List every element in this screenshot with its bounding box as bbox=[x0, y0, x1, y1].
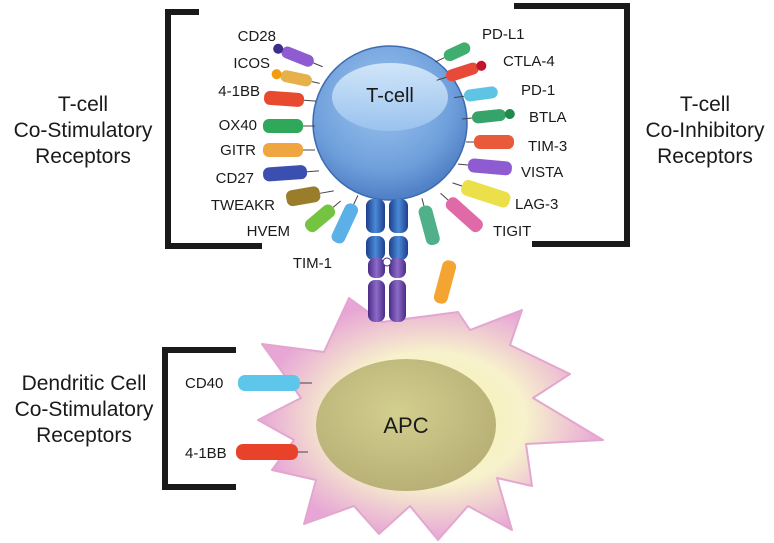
receptor-tweakr-shape bbox=[286, 186, 334, 207]
label-btla: BTLA bbox=[529, 109, 567, 126]
group-label-line: Receptors bbox=[35, 145, 131, 168]
label-cd27: CD27 bbox=[216, 170, 254, 187]
dc-receptor-cd40-shape bbox=[238, 375, 312, 391]
right-bracket bbox=[514, 3, 630, 247]
dc-bracket bbox=[162, 347, 236, 490]
receptor-tim3-shape bbox=[466, 135, 514, 149]
mhc-complex bbox=[368, 257, 406, 322]
group-label-line: Co-Inhibitory bbox=[645, 119, 765, 142]
label-vista: VISTA bbox=[521, 164, 563, 181]
receptor-hvem-shape bbox=[304, 200, 342, 233]
group-label-line: Receptors bbox=[36, 424, 132, 447]
label-ctla4: CTLA-4 bbox=[503, 53, 555, 70]
group-label-line: Co-Stimulatory bbox=[15, 398, 154, 421]
label-tim1: TIM-1 bbox=[293, 255, 332, 272]
receptor-gitr-shape bbox=[263, 143, 315, 157]
receptor-ox40-shape bbox=[263, 119, 315, 133]
label-dc-41bb: 4-1BB bbox=[185, 445, 227, 462]
receptor-ctla4-shape bbox=[436, 60, 487, 82]
receptor-cd27-shape bbox=[263, 165, 319, 182]
dc-labels: CD40 4-1BB bbox=[185, 375, 227, 462]
tcr-complex bbox=[366, 199, 408, 260]
apc-ligand bbox=[433, 260, 457, 304]
label-dc-cd40: CD40 bbox=[185, 375, 223, 392]
receptor-lag3-shape bbox=[452, 179, 511, 208]
apc-label: APC bbox=[383, 413, 428, 438]
label-cd28: CD28 bbox=[238, 28, 276, 45]
label-pd1: PD-1 bbox=[521, 82, 555, 99]
receptor-btla-shape bbox=[462, 109, 515, 124]
label-ox40: OX40 bbox=[219, 117, 257, 134]
receptor-tigit-shape bbox=[440, 192, 483, 233]
receptor-vista-shape bbox=[457, 158, 512, 176]
costim-labels: CD28 ICOS 4-1BB OX40 GITR CD27 TWEAKR HV… bbox=[211, 28, 332, 272]
tcell-label: T-cell bbox=[366, 85, 414, 107]
label-hvem: HVEM bbox=[247, 223, 290, 240]
left-bracket bbox=[165, 9, 262, 249]
label-gitr: GITR bbox=[220, 142, 256, 159]
label-lag3: LAG-3 bbox=[515, 196, 558, 213]
receptor-pd1-shape bbox=[454, 86, 498, 102]
receptor-41bb-shape bbox=[264, 90, 316, 107]
label-pdl1: PD-L1 bbox=[482, 26, 525, 43]
apc-nucleus bbox=[316, 359, 496, 491]
label-icos: ICOS bbox=[233, 55, 270, 72]
label-tigit: TIGIT bbox=[493, 223, 531, 240]
label-tim3: TIM-3 bbox=[528, 138, 567, 155]
dc-receptor-41bb-shape bbox=[236, 444, 308, 460]
receptor-icos-shape bbox=[271, 69, 320, 87]
coinhib-labels: PD-L1 CTLA-4 PD-1 BTLA TIM-3 VISTA LAG-3… bbox=[482, 26, 567, 240]
receptor-tim1-shape bbox=[331, 195, 359, 244]
group-label-line: Receptors bbox=[657, 145, 753, 168]
group-label-line: Dendritic Cell bbox=[22, 372, 147, 395]
receptor-pdl1-shape bbox=[435, 42, 471, 63]
group-label-line: T-cell bbox=[680, 93, 730, 116]
group-label-line: Co-Stimulatory bbox=[14, 119, 153, 142]
label-tweakr: TWEAKR bbox=[211, 197, 275, 214]
group-label-line: T-cell bbox=[58, 93, 108, 116]
label-41bb: 4-1BB bbox=[218, 83, 260, 100]
receptor-green-chain-shape bbox=[418, 198, 440, 246]
tcell-highlight bbox=[332, 63, 448, 131]
receptor-cd28-shape bbox=[273, 43, 323, 68]
